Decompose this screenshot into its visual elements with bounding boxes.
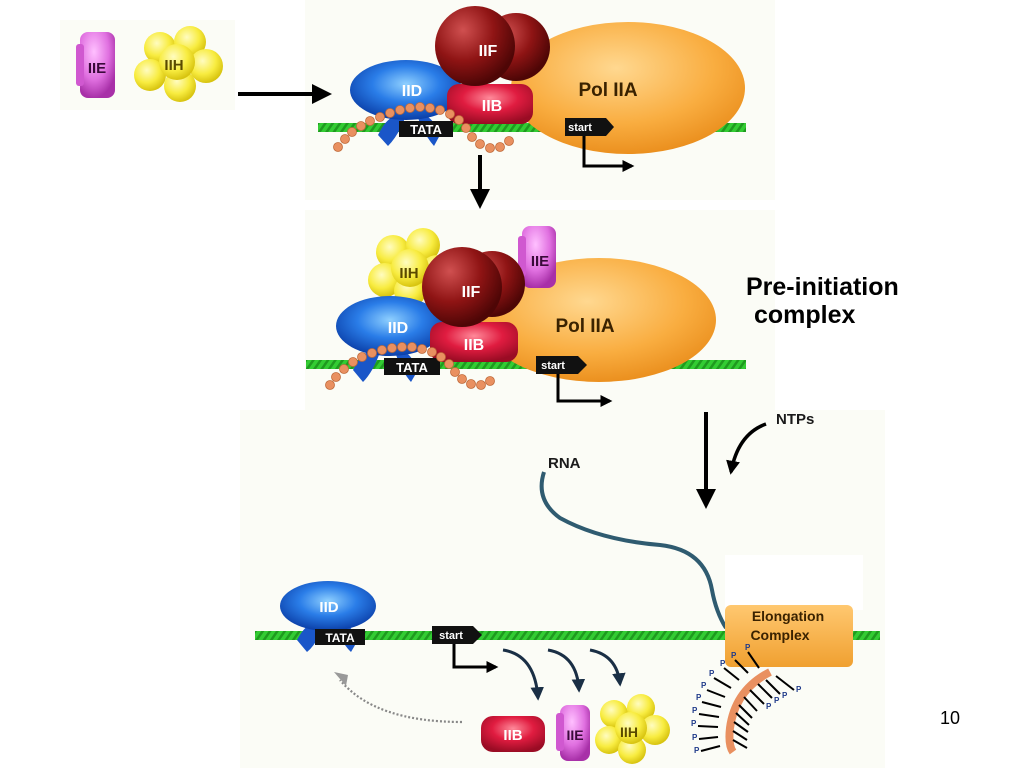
svg-text:P: P bbox=[692, 733, 698, 742]
tata-box bbox=[315, 629, 365, 645]
svg-text:start: start bbox=[541, 360, 565, 372]
iie-label: IIE bbox=[88, 60, 106, 77]
free-iie-factor: IIE bbox=[76, 32, 115, 98]
transcription-start-arrow bbox=[556, 374, 613, 407]
iif-factor bbox=[422, 247, 502, 327]
pic-label-line-1: Pre-initiation bbox=[746, 273, 899, 301]
tata-box bbox=[399, 121, 453, 137]
svg-text:IIB: IIB bbox=[503, 727, 522, 744]
iid-factor bbox=[336, 296, 444, 356]
svg-text:P: P bbox=[692, 706, 698, 715]
svg-text:P: P bbox=[745, 643, 751, 652]
phosphorylated-ctd-tail: P P P P P P P P P P P P P P bbox=[691, 643, 802, 755]
svg-text:P: P bbox=[774, 696, 780, 705]
released-iib: IIB bbox=[481, 716, 545, 752]
released-iie: IIE bbox=[556, 705, 590, 761]
top-complex: Pol IIA IID IIB IIF TATA start bbox=[318, 6, 746, 172]
pic-label-line-2: complex bbox=[754, 301, 856, 329]
iib-factor bbox=[447, 84, 533, 124]
recycle-arrow-head bbox=[334, 672, 348, 686]
iib-factor bbox=[430, 322, 518, 362]
free-iih-factor: IIH bbox=[134, 26, 223, 102]
pre-initiation-complex-label: Pre-initiation complex bbox=[746, 273, 899, 329]
svg-text:Pol IIA: Pol IIA bbox=[555, 316, 614, 337]
dna-strand bbox=[318, 123, 746, 132]
elongation-complex: Elongation Complex bbox=[725, 555, 863, 667]
svg-text:TATA: TATA bbox=[396, 360, 428, 375]
rna-strand bbox=[539, 471, 728, 630]
svg-text:TATA: TATA bbox=[325, 631, 355, 645]
start-site-bottom: start bbox=[432, 626, 499, 673]
page-number: 10 bbox=[940, 708, 961, 728]
pre-initiation-complex-diagram: Pol IIA IIH IIE IID IIB IIF bbox=[306, 226, 746, 407]
svg-text:P: P bbox=[766, 702, 772, 711]
svg-text:Pol IIA: Pol IIA bbox=[578, 80, 637, 101]
rna-label: RNA bbox=[548, 455, 581, 472]
svg-text:Complex: Complex bbox=[750, 627, 809, 643]
pol-iia bbox=[482, 258, 716, 382]
svg-text:IID: IID bbox=[402, 83, 422, 100]
svg-text:start: start bbox=[568, 122, 592, 134]
svg-text:P: P bbox=[796, 685, 802, 694]
svg-text:start: start bbox=[439, 630, 463, 642]
transcription-start-arrow bbox=[582, 136, 635, 172]
svg-text:Elongation: Elongation bbox=[752, 608, 824, 624]
svg-text:IIF: IIF bbox=[479, 43, 498, 60]
svg-text:P: P bbox=[720, 659, 726, 668]
iid-factor bbox=[350, 60, 462, 120]
svg-text:IID: IID bbox=[388, 320, 408, 337]
release-arrow bbox=[589, 648, 626, 687]
svg-text:P: P bbox=[782, 691, 788, 700]
ntps-label: NTPs bbox=[776, 411, 814, 428]
iif-factor bbox=[435, 6, 515, 86]
start-box bbox=[432, 626, 482, 644]
svg-text:P: P bbox=[701, 681, 707, 690]
svg-text:IID: IID bbox=[319, 599, 338, 616]
svg-text:IIE: IIE bbox=[566, 727, 583, 743]
svg-text:IIH: IIH bbox=[399, 265, 418, 282]
tata-box bbox=[384, 358, 440, 375]
dna-strand-bottom bbox=[255, 631, 880, 640]
released-iih: IIH bbox=[595, 694, 670, 764]
recycle-arrow bbox=[339, 679, 463, 724]
release-arrow bbox=[547, 648, 586, 693]
svg-text:TATA: TATA bbox=[410, 122, 442, 137]
svg-text:P: P bbox=[696, 693, 702, 702]
iie-factor: IIE bbox=[518, 226, 556, 288]
start-box bbox=[536, 356, 587, 374]
svg-text:IIB: IIB bbox=[482, 98, 502, 115]
svg-text:IIF: IIF bbox=[462, 284, 481, 301]
svg-text:P: P bbox=[691, 719, 697, 728]
iid-factor-bottom: IID TATA bbox=[280, 581, 376, 652]
iih-label: IIH bbox=[164, 57, 183, 74]
svg-text:IIB: IIB bbox=[464, 337, 484, 354]
svg-text:IIH: IIH bbox=[620, 724, 638, 740]
svg-text:IIE: IIE bbox=[531, 253, 549, 270]
start-box bbox=[565, 118, 614, 136]
svg-text:P: P bbox=[731, 651, 737, 660]
ntps-arrow bbox=[726, 422, 767, 475]
svg-text:P: P bbox=[709, 669, 715, 678]
svg-text:P: P bbox=[694, 746, 700, 755]
release-arrow bbox=[502, 648, 544, 701]
